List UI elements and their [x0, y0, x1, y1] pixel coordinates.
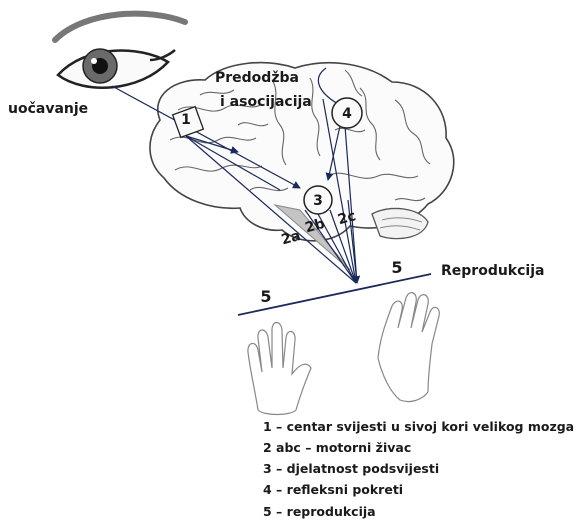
right-hand-icon [378, 293, 439, 402]
node-4: 4 [332, 98, 362, 128]
node-4-label: 4 [342, 106, 352, 122]
node-3: 3 [304, 186, 332, 214]
legend-item-2: 2 abc – motorni živac [263, 440, 411, 455]
eye-icon [55, 14, 185, 88]
node-3-label: 3 [313, 193, 323, 209]
legend-item-3: 3 – djelatnost podsvijesti [263, 461, 439, 476]
label-perception: uočavanje [8, 101, 88, 117]
label-idea-line2: i asocijacija [220, 94, 312, 110]
left-hand-icon [248, 323, 311, 415]
label-reproduction: Reprodukcija [441, 263, 544, 279]
legend: 1 – centar svijesti u sivoj kori velikog… [263, 419, 574, 519]
label-idea-line1: Predodžba [215, 70, 299, 86]
node-5-right-label: 5 [391, 258, 402, 277]
legend-item-5: 5 – reprodukcija [263, 504, 376, 519]
legend-item-4: 4 – refleksni pokreti [263, 482, 403, 497]
node-5-left-label: 5 [260, 287, 271, 306]
node-2a-label: 2a [280, 228, 303, 248]
legend-item-1: 1 – centar svijesti u sivoj kori velikog… [263, 419, 574, 434]
node-1-label: 1 [181, 112, 191, 128]
